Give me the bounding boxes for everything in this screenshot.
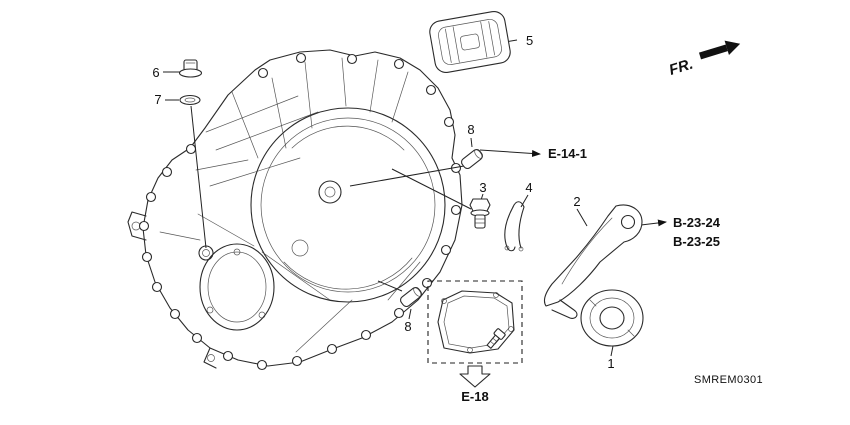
ref-e18: E-18 [461,389,488,404]
reference-labels: E-14-1 B-23-24 B-23-25 E-18 [461,146,720,404]
callout-6: 6 [152,65,159,80]
callout-1: 1 [607,356,614,371]
transmission-case [127,49,463,371]
drawing-code: SMREM0301 [694,374,763,386]
clutch-boot [429,10,511,74]
fr-label: FR. [667,56,695,79]
gasket-detail-box [427,280,523,388]
sealing-washer [179,94,201,106]
breather-bolt [469,198,491,229]
callout-8-lower: 8 [404,319,411,334]
ref-b23-25: B-23-25 [673,234,720,249]
fr-direction-arrow: FR. [667,40,741,79]
dowel-pin-upper [461,148,483,170]
gasket-bolt [486,328,506,349]
callout-7: 7 [154,92,161,107]
callout-5: 5 [526,33,533,48]
callout-4: 4 [525,180,532,195]
dowel-pin-lower [400,286,422,308]
release-fork [543,204,643,319]
leader-lines [163,39,667,357]
sealing-bolt [178,59,203,78]
ref-e14-1: E-14-1 [548,146,587,161]
case-bolt-holes [138,52,462,371]
callout-2: 2 [573,194,580,209]
ref-b23-24: B-23-24 [673,215,721,230]
e18-arrow-icon [459,365,491,388]
fr-arrow-icon [698,40,741,60]
clip-spring [504,201,525,252]
release-bearing [580,289,644,347]
callout-8-upper: 8 [467,122,474,137]
callout-labels: 5 6 7 8 3 4 2 1 8 [152,33,614,371]
callout-3: 3 [479,180,486,195]
